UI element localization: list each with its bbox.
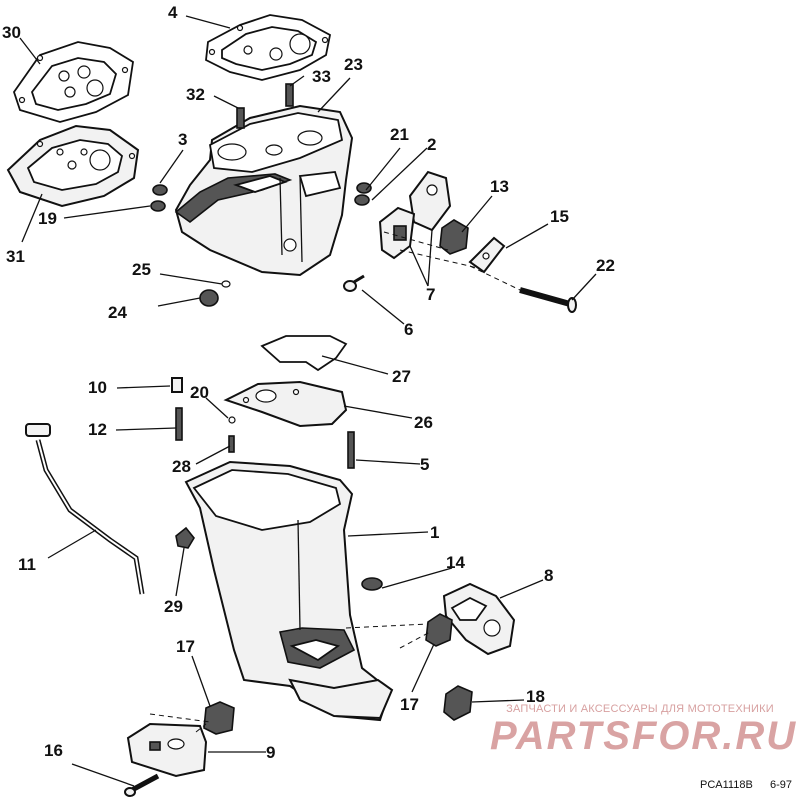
callout-26: 26 xyxy=(414,413,433,432)
part-17-rubber-mount-left xyxy=(203,701,235,735)
watermark: ЗАПЧАСТИ И АКСЕССУАРЫ ДЛЯ МОТОТЕХНИКИ PA… xyxy=(490,703,798,758)
part-30-gasket xyxy=(13,41,134,123)
part-9-mount-clamp xyxy=(126,722,208,778)
part-31-plate xyxy=(6,124,140,208)
part-2-mount xyxy=(408,170,452,232)
callout-29: 29 xyxy=(164,597,183,616)
part-14-grommet xyxy=(361,577,383,591)
callout-8: 8 xyxy=(544,566,553,585)
callout-21: 21 xyxy=(390,125,409,144)
part-26-seal-plate xyxy=(223,380,348,428)
callout-20: 20 xyxy=(190,383,209,402)
callout-11: 11 xyxy=(18,555,36,574)
callout-2: 2 xyxy=(427,135,436,154)
part-24-plug xyxy=(199,289,219,307)
part-32-stud xyxy=(236,107,245,129)
part-29-nut xyxy=(175,526,195,549)
callout-13: 13 xyxy=(490,177,509,196)
part-25-o-ring xyxy=(221,280,231,288)
alignment-lines-lower xyxy=(149,623,431,733)
callout-30: 30 xyxy=(2,23,21,42)
watermark-tagline: ЗАПЧАСТИ И АКСЕССУАРЫ ДЛЯ МОТОТЕХНИКИ xyxy=(506,703,774,715)
callout-7: 7 xyxy=(426,285,435,304)
callout-17-left: 17 xyxy=(176,637,195,656)
callout-33: 33 xyxy=(312,67,331,86)
callout-14: 14 xyxy=(446,553,465,572)
part-15-retainer xyxy=(468,236,506,274)
part-21-nut xyxy=(354,182,372,206)
callout-23: 23 xyxy=(344,55,363,74)
watermark-brand: PARTSFOR.RU xyxy=(490,714,798,758)
part-18-rubber-block xyxy=(443,685,473,721)
part-11-water-tube xyxy=(25,423,145,595)
callout-5: 5 xyxy=(420,455,429,474)
callout-31: 31 xyxy=(6,247,25,266)
part-7-mount xyxy=(378,206,416,260)
callout-6: 6 xyxy=(404,320,413,339)
part-19-washer xyxy=(150,200,166,212)
callout-17-right: 17 xyxy=(400,695,419,714)
revision-date: 6-97 xyxy=(770,779,793,791)
part-8-mount-bracket xyxy=(442,582,516,656)
callout-3: 3 xyxy=(178,130,187,149)
part-17-rubber-mount-right xyxy=(425,613,453,647)
part-12-stud xyxy=(175,407,183,441)
callout-25: 25 xyxy=(132,260,151,279)
part-22-bolt xyxy=(519,287,577,313)
part-16-bolt xyxy=(124,773,160,797)
callout-12: 12 xyxy=(88,420,107,439)
part-1-driveshaft-housing xyxy=(184,460,394,722)
callout-19: 19 xyxy=(38,209,57,228)
callout-10: 10 xyxy=(88,378,107,397)
part-4-gasket xyxy=(205,14,332,81)
callout-27: 27 xyxy=(392,367,411,386)
callout-22: 22 xyxy=(596,256,615,275)
part-6-screw xyxy=(343,274,365,292)
callout-9: 9 xyxy=(266,743,275,762)
part-10-spacer xyxy=(171,377,183,393)
part-3-nut xyxy=(152,184,168,196)
callout-16: 16 xyxy=(44,741,63,760)
part-13-rubber-mount xyxy=(439,219,469,255)
callout-labels: 1 2 3 4 5 6 7 8 9 10 11 12 13 14 15 16 1… xyxy=(2,3,615,762)
leader-lines xyxy=(19,15,597,787)
drawing-code: PCA1118B xyxy=(700,779,753,791)
callout-4: 4 xyxy=(168,3,178,22)
callout-32: 32 xyxy=(186,85,205,104)
part-23-exhaust-housing xyxy=(174,104,354,277)
part-27-gasket xyxy=(260,335,348,372)
part-33-stud xyxy=(285,83,294,107)
part-5-stud xyxy=(347,431,355,469)
part-20-ring xyxy=(228,416,236,424)
callout-28: 28 xyxy=(172,457,191,476)
part-28-screw xyxy=(228,435,235,453)
callout-18: 18 xyxy=(526,687,545,706)
callout-1: 1 xyxy=(430,523,439,542)
callout-24: 24 xyxy=(108,303,127,322)
callout-15: 15 xyxy=(550,207,569,226)
